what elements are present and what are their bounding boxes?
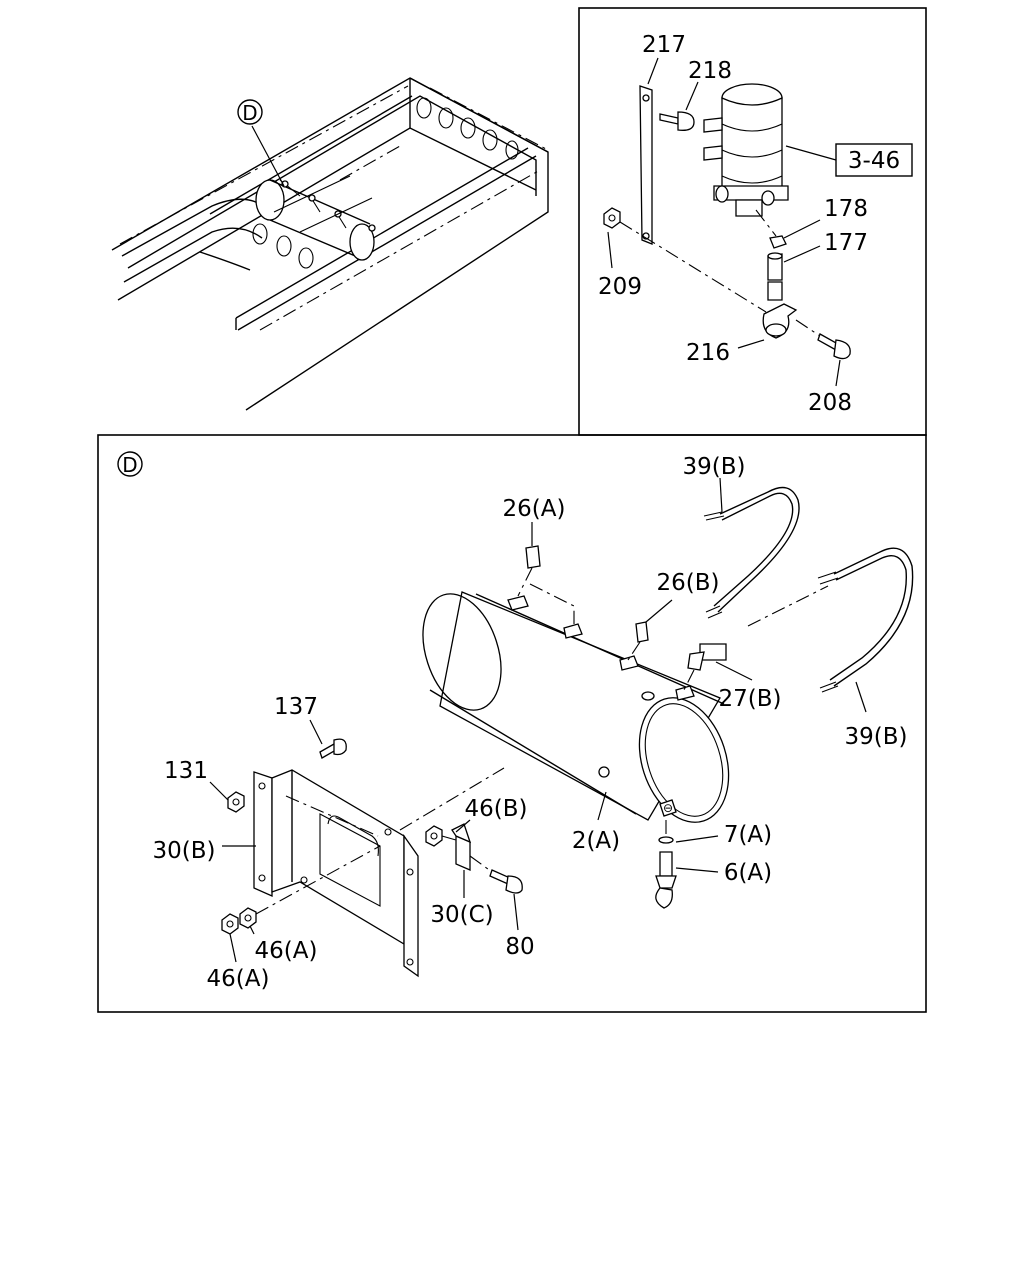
label-6a: 6(A) bbox=[724, 860, 772, 886]
label-39b-top: 39(B) bbox=[683, 454, 746, 480]
label-217: 217 bbox=[642, 32, 686, 58]
label-46a-2: 46(A) bbox=[207, 966, 270, 992]
label-27b: 27(B) bbox=[719, 686, 782, 712]
label-2a: 2(A) bbox=[572, 828, 620, 854]
drain-symbol: ⊖ bbox=[663, 801, 673, 815]
label-39b-bottom: 39(B) bbox=[845, 724, 908, 750]
label-177: 177 bbox=[824, 230, 868, 256]
label-131: 131 bbox=[164, 758, 208, 784]
ref-box-3-46 bbox=[835, 143, 913, 177]
detail-marker-top-label: D bbox=[242, 101, 257, 125]
leader-lines bbox=[209, 477, 867, 963]
label-26b: 26(B) bbox=[657, 570, 720, 596]
label-218: 218 bbox=[688, 58, 732, 84]
label-216: 216 bbox=[686, 340, 730, 366]
air-tank: ⊖ bbox=[422, 545, 730, 909]
label-26a: 26(A) bbox=[503, 496, 566, 522]
air-hoses bbox=[703, 486, 914, 693]
detail-marker-top: D bbox=[237, 99, 263, 125]
panel-frames bbox=[97, 7, 927, 1013]
bracket-assembly bbox=[221, 738, 523, 978]
label-30c: 30(C) bbox=[430, 902, 493, 928]
label-46a-1: 46(A) bbox=[255, 938, 318, 964]
label-137: 137 bbox=[274, 694, 318, 720]
detail-marker-bottom-label: D bbox=[122, 453, 137, 477]
chassis-overview bbox=[111, 77, 549, 411]
label-30b: 30(B) bbox=[153, 838, 216, 864]
label-208: 208 bbox=[808, 390, 852, 416]
label-209: 209 bbox=[598, 274, 642, 300]
dryer-detail-frame bbox=[578, 7, 927, 436]
label-80: 80 bbox=[505, 934, 534, 960]
detail-marker-bottom: D bbox=[117, 451, 143, 477]
label-178: 178 bbox=[824, 196, 868, 222]
label-46b: 46(B) bbox=[465, 796, 528, 822]
label-7a: 7(A) bbox=[724, 822, 772, 848]
tank-detail-frame bbox=[97, 434, 927, 1013]
label-3-46: 3-46 bbox=[848, 148, 900, 174]
callout-labels: 217 218 3-46 178 177 209 216 208 39(B) 2… bbox=[153, 32, 908, 992]
air-dryer-assembly bbox=[603, 57, 913, 387]
